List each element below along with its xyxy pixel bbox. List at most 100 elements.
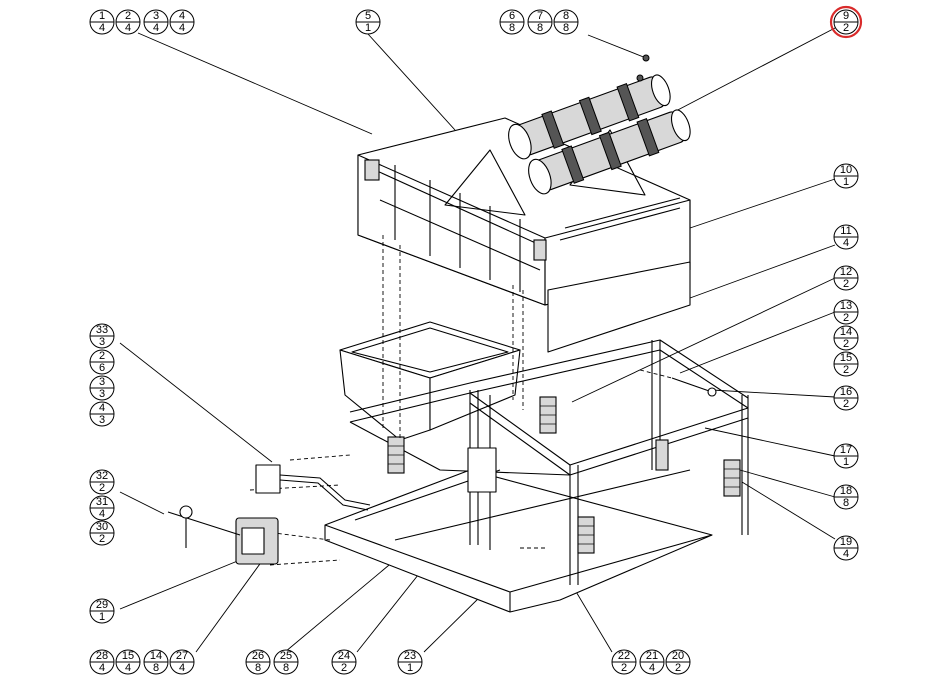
balloon-item-number: 21: [646, 650, 658, 662]
balloon-callout: 268: [245, 649, 271, 675]
balloon-callout: 333: [89, 323, 115, 349]
balloon-item-number: 4: [99, 402, 105, 414]
balloon-callout: 242: [331, 649, 357, 675]
balloon-item-number: 17: [840, 444, 852, 456]
balloon-quantity: 4: [843, 237, 849, 249]
balloon-item-number: 33: [96, 324, 108, 336]
balloon-quantity: 2: [99, 533, 105, 545]
balloon-quantity: 1: [407, 662, 413, 674]
balloon-callout: 222: [611, 649, 637, 675]
balloon-callout: 14: [89, 9, 115, 35]
control-box: [167, 464, 371, 565]
balloon-callout: 34: [143, 9, 169, 35]
balloon-item-number: 19: [840, 536, 852, 548]
balloon-callout: 33: [89, 375, 115, 401]
balloon-quantity: 3: [99, 414, 105, 426]
balloon-item-number: 3: [153, 10, 159, 22]
balloon-item-number: 14: [840, 326, 852, 338]
screen-basket: [357, 117, 691, 353]
balloon-callouts: 1424344451687888921011141221321421521621…: [89, 5, 863, 675]
balloon-quantity: 2: [843, 338, 849, 350]
balloon-item-number: 6: [509, 10, 515, 22]
balloon-quantity: 2: [843, 22, 849, 34]
balloon-item-number: 16: [840, 386, 852, 398]
balloon-callout: 231: [397, 649, 423, 675]
balloon-quantity: 2: [621, 662, 627, 674]
balloon-quantity: 4: [843, 548, 849, 560]
balloon-item-number: 4: [179, 10, 185, 22]
balloon-quantity: 8: [153, 662, 159, 674]
balloon-quantity: 4: [125, 662, 131, 674]
balloon-quantity: 8: [537, 22, 543, 34]
balloon-item-number: 1: [99, 10, 105, 22]
balloon-quantity: 4: [99, 662, 105, 674]
balloon-callout: 114: [833, 224, 859, 250]
balloon-item-number: 31: [96, 496, 108, 508]
balloon-callout: 101: [833, 163, 859, 189]
balloon-item-number: 13: [840, 300, 852, 312]
balloon-item-number: 26: [252, 650, 264, 662]
balloon-item-number: 5: [365, 10, 371, 22]
balloon-item-number: 10: [840, 164, 852, 176]
balloon-callout: 43: [89, 401, 115, 427]
balloon-quantity: 4: [125, 22, 131, 34]
balloon-callout: 26: [89, 349, 115, 375]
balloon-quantity: 1: [843, 176, 849, 188]
balloon-quantity: 4: [99, 508, 105, 520]
balloon-item-number: 15: [122, 650, 134, 662]
balloon-callout: 188: [833, 484, 859, 510]
balloon-item-number: 24: [338, 650, 350, 662]
balloon-quantity: 4: [99, 22, 105, 34]
balloon-item-number: 27: [176, 650, 188, 662]
balloon-callout: 258: [273, 649, 299, 675]
balloon-quantity: 1: [99, 611, 105, 623]
balloon-item-number: 25: [280, 650, 292, 662]
balloon-quantity: 4: [179, 22, 185, 34]
balloon-item-number: 3: [99, 376, 105, 388]
balloon-callout: 302: [89, 520, 115, 546]
balloon-callout: 291: [89, 598, 115, 624]
balloon-quantity: 4: [179, 662, 185, 674]
balloon-callout: 154: [115, 649, 141, 675]
balloon-quantity: 4: [153, 22, 159, 34]
balloon-item-number: 23: [404, 650, 416, 662]
balloon-callout: 171: [833, 443, 859, 469]
balloon-item-number: 22: [618, 650, 630, 662]
balloon-callout: 194: [833, 535, 859, 561]
balloon-callout: 148: [143, 649, 169, 675]
balloon-callout: 284: [89, 649, 115, 675]
balloon-quantity: 1: [365, 22, 371, 34]
balloon-quantity: 2: [843, 312, 849, 324]
balloon-callout: 214: [639, 649, 665, 675]
balloon-quantity: 8: [283, 662, 289, 674]
balloon-item-number: 8: [563, 10, 569, 22]
balloon-quantity: 8: [255, 662, 261, 674]
balloon-quantity: 3: [99, 388, 105, 400]
hopper: [339, 321, 521, 441]
balloon-callout: 152: [833, 351, 859, 377]
balloon-callout: 88: [553, 9, 579, 35]
balloon-item-number: 9: [843, 10, 849, 22]
balloon-quantity: 2: [99, 482, 105, 494]
balloon-callout: 68: [499, 9, 525, 35]
balloon-callout: 314: [89, 495, 115, 521]
highlight-ring: [829, 5, 863, 39]
balloon-item-number: 29: [96, 599, 108, 611]
balloon-callout: 51: [355, 9, 381, 35]
balloon-item-number: 20: [672, 650, 684, 662]
leader-lines: [119, 27, 836, 653]
balloon-quantity: 1: [843, 456, 849, 468]
balloon-callout: 44: [169, 9, 195, 35]
balloon-callout: 142: [833, 325, 859, 351]
balloon-callout: 322: [89, 469, 115, 495]
balloon-quantity: 8: [509, 22, 515, 34]
balloon-item-number: 18: [840, 485, 852, 497]
balloon-callout: 92: [829, 5, 863, 39]
balloon-item-number: 7: [537, 10, 543, 22]
balloon-quantity: 3: [99, 336, 105, 348]
balloon-item-number: 2: [99, 350, 105, 362]
balloon-callout: 274: [169, 649, 195, 675]
balloon-callout: 162: [833, 385, 859, 411]
balloon-quantity: 2: [843, 398, 849, 410]
